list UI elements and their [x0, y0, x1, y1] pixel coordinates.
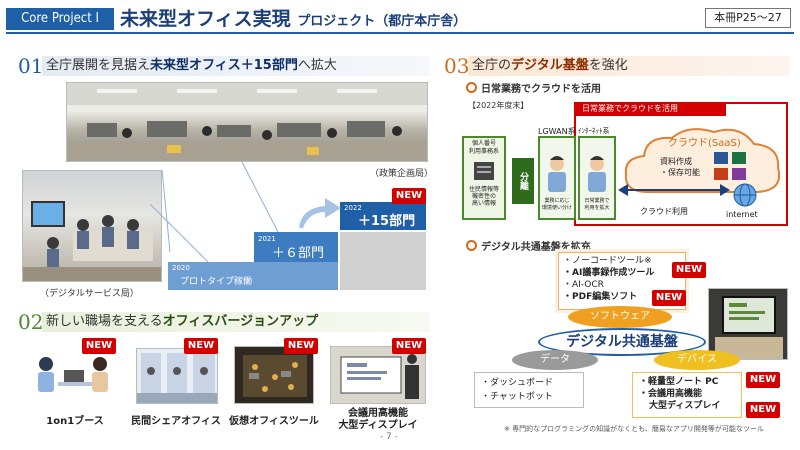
step-2022-grey-2 — [340, 262, 426, 290]
data-chatbot: ・チャットボット — [481, 392, 553, 402]
one-on-one-booth-illustration — [28, 344, 118, 402]
step-2022-year: 2022 — [344, 204, 362, 212]
shared-office-photo — [136, 348, 218, 404]
new-badge-laptop: NEW — [746, 372, 780, 388]
section3-number: 03 — [444, 54, 470, 78]
step-2021-label: ＋６部門 — [272, 246, 325, 261]
step-2020-year: 2020 — [172, 264, 190, 272]
software-ai-minutes: ・AI議事録作成ツール — [563, 268, 655, 278]
cloud-text-2: ・保存可能 — [660, 168, 700, 177]
tablet-photo — [708, 288, 788, 360]
lgwan-box: 業務に応じ 環境使い分け — [538, 136, 576, 220]
device-oval: デバイス — [654, 350, 740, 370]
internet-label: internet — [726, 210, 758, 219]
device-display-1: ・会議用高機能 — [639, 389, 703, 399]
sub-cloud-heading: 日常業務でクラウドを活用 — [466, 80, 601, 95]
device-display-2: 大型ディスプレイ — [649, 401, 721, 411]
caption-policy-bureau: （政策企画局） — [370, 169, 434, 179]
cloud-use-label: クラウド利用 — [640, 207, 688, 216]
step-2020: 2020 プロトタイプ稼働 — [168, 262, 338, 290]
cloud-title: クラウド(SaaS) — [668, 138, 741, 149]
title-sub: プロジェクト（都庁本庁舎） — [297, 14, 467, 29]
virtual-office-screenshot — [234, 346, 314, 404]
software-pdf: ・PDF編集ソフト — [563, 292, 638, 302]
globe-icon — [733, 183, 757, 207]
step-2020-label: プロトタイプ稼働 — [180, 277, 253, 287]
section3-title: 全庁のデジタル基盤を強化 — [468, 56, 790, 76]
new-badge-device-display: NEW — [746, 402, 780, 418]
software-oval: ソフトウェア — [568, 306, 672, 328]
meeting-illustration — [23, 201, 161, 281]
new-badge-booth: NEW — [82, 338, 116, 354]
office-panorama-photo — [66, 82, 428, 162]
step-2021-year: 2021 — [258, 235, 276, 243]
office-apps-icon — [714, 152, 746, 180]
internet-system-box: 日常業務で 利用を拡大 — [578, 136, 616, 220]
item-label-virtual-office: 仮想オフィスツール — [229, 416, 319, 427]
new-badge-15-depts: NEW — [392, 188, 426, 204]
my-number-system-box: 個人番号 利用事務系 住民情報等 機密性の 高い情報 — [462, 136, 506, 220]
data-list: ・ダッシュボード ・チャットボット — [474, 372, 584, 408]
lgwan-label: LGWAN系 — [538, 127, 576, 136]
software-nocode: ・ノーコードツール※ — [563, 256, 652, 266]
new-badge-pdf: NEW — [652, 290, 686, 306]
digital-services-photo — [22, 170, 162, 282]
new-badge-shared-office: NEW — [184, 338, 218, 354]
page-title: 未来型オフィス実現 プロジェクト（都庁本庁舎） — [120, 6, 466, 35]
item-label-shared-office: 民間シェアオフィス — [131, 416, 221, 427]
year-tag: 【2022年度末】 — [468, 101, 529, 110]
step-2022-grey-1 — [340, 232, 426, 262]
data-oval: データ — [512, 350, 598, 370]
server-icon — [474, 162, 494, 180]
item-label-booth: 1on1ブース — [46, 416, 104, 427]
cloud-text-1: 資料作成 — [660, 157, 692, 166]
growth-arrow-icon — [299, 198, 341, 228]
page-number: - 7 - — [380, 432, 398, 442]
title-main: 未来型オフィス実現 — [120, 8, 291, 30]
expand-use-text: 日常業務で 利用を拡大 — [584, 198, 610, 211]
office-panorama-illustration — [67, 83, 427, 161]
sensitive-info-text: 住民情報等 機密性の 高い情報 — [468, 186, 499, 207]
section1-title: 全庁展開を見据え未来型オフィス＋15部門へ拡大 — [42, 56, 430, 76]
device-laptop: ・軽量型ノート PC — [639, 377, 719, 387]
cloud-use-box-label: 日常業務でクラウドを活用 — [576, 102, 726, 116]
section2-title: 新しい職場を支えるオフィスバージョンアップ — [42, 312, 430, 332]
person-icon — [548, 156, 566, 192]
footnote: ※ 専門的なプログラミングの知識がなくとも、簡易なアプリ開発等が可能なツール — [504, 425, 764, 433]
step-2022: 2022 ＋15部門 — [340, 202, 426, 230]
internet-system-label: ｲﾝﾀｰﾈｯﾄ系 — [578, 127, 610, 135]
header-rule — [6, 32, 794, 34]
my-number-system-label: 個人番号 利用事務系 — [468, 140, 499, 155]
sub-platform-heading: デジタル共通基盤を拡充 — [466, 238, 591, 253]
project-tag: Core Project Ⅰ — [6, 8, 114, 30]
new-badge-display: NEW — [392, 338, 426, 354]
new-badge-virtual-office: NEW — [284, 338, 318, 354]
section1-number: 01 — [18, 54, 44, 78]
page-reference: 本冊P25～27 — [705, 8, 791, 28]
device-list: ・軽量型ノート PC ・会議用高機能 大型ディスプレイ — [632, 372, 742, 418]
cloud-use-arrow — [618, 184, 730, 196]
separation-arrow: 分離 — [512, 158, 534, 204]
step-2022-label: ＋15部門 — [358, 214, 416, 229]
connector-lines — [150, 161, 279, 265]
software-ai-ocr: ・AI-OCR — [563, 280, 604, 290]
caption-digital-bureau: （デジタルサービス局） — [40, 289, 139, 299]
large-display-photo — [330, 346, 426, 404]
data-dashboard: ・ダッシュボード — [481, 378, 554, 388]
item-label-display: 会議用高機能大型ディスプレイ — [338, 408, 418, 431]
new-badge-ai-minutes: NEW — [672, 262, 706, 278]
person-icon-2 — [588, 156, 606, 192]
section2-number: 02 — [18, 310, 44, 334]
step-2021: 2021 ＋６部門 — [254, 232, 338, 262]
switch-env-text: 業務に応じ 環境使い分け — [541, 198, 572, 211]
